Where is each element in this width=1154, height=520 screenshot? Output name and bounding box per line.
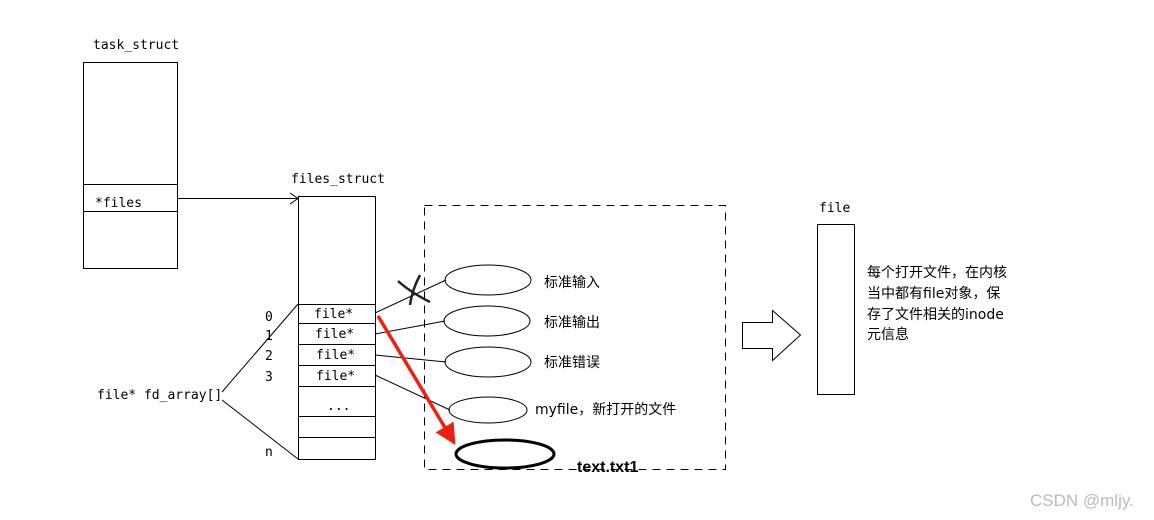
- fd-cell-0: file*: [314, 307, 353, 322]
- stderr-label: 标准错误: [544, 355, 600, 371]
- stdout-label: 标准输出: [544, 315, 600, 331]
- watermark: CSDN @mljy.: [1030, 491, 1134, 510]
- fd-array-label: file* fd_array[]: [97, 388, 222, 403]
- index-3: 3: [265, 370, 273, 385]
- files-struct-box: [298, 196, 376, 460]
- files-pointer-arrow: [177, 192, 299, 205]
- cross-mark-icon: [397, 274, 431, 306]
- index-n: n: [265, 445, 273, 460]
- fd-cell-2: file*: [316, 348, 355, 363]
- stderr-file-ellipse: [444, 346, 532, 378]
- redirect-arrow: [376, 315, 456, 446]
- stdin-label: 标准输入: [544, 275, 600, 291]
- task-struct-label: task_struct: [93, 38, 179, 53]
- index-2: 2: [265, 349, 273, 364]
- fd-array-brace: [221, 303, 299, 460]
- file-obj-label: file: [819, 201, 850, 216]
- fd-cell-ellipsis: ...: [327, 399, 350, 414]
- files-struct-label: files_struct: [291, 172, 385, 187]
- file-desc-line: 存了文件相关的inode: [867, 307, 1004, 323]
- file-desc-line: 每个打开文件，在内核: [867, 264, 1007, 281]
- fd-pointer-lines: [374, 279, 451, 411]
- hollow-right-arrow-icon: [742, 309, 802, 362]
- index-0: 0: [265, 310, 273, 325]
- myfile-ellipse: [448, 396, 528, 424]
- new-file-ellipse: [454, 438, 556, 470]
- file-obj-box: [817, 224, 855, 395]
- open-files-region: [424, 205, 726, 470]
- myfile-label: myfile，新打开的文件: [535, 401, 676, 418]
- new-file-label: text.txt1: [577, 459, 638, 476]
- stdin-file-ellipse: [444, 264, 532, 296]
- task-struct-box: [83, 62, 178, 269]
- file-desc-line: 当中都有file对象，保: [867, 286, 1000, 302]
- index-1: 1: [265, 329, 273, 344]
- file-desc-line: 元信息: [867, 326, 909, 343]
- files-field: *files: [95, 196, 142, 211]
- fd-cell-1: file*: [315, 327, 354, 342]
- stdout-file-ellipse: [443, 305, 531, 337]
- fd-cell-3: file*: [316, 369, 355, 384]
